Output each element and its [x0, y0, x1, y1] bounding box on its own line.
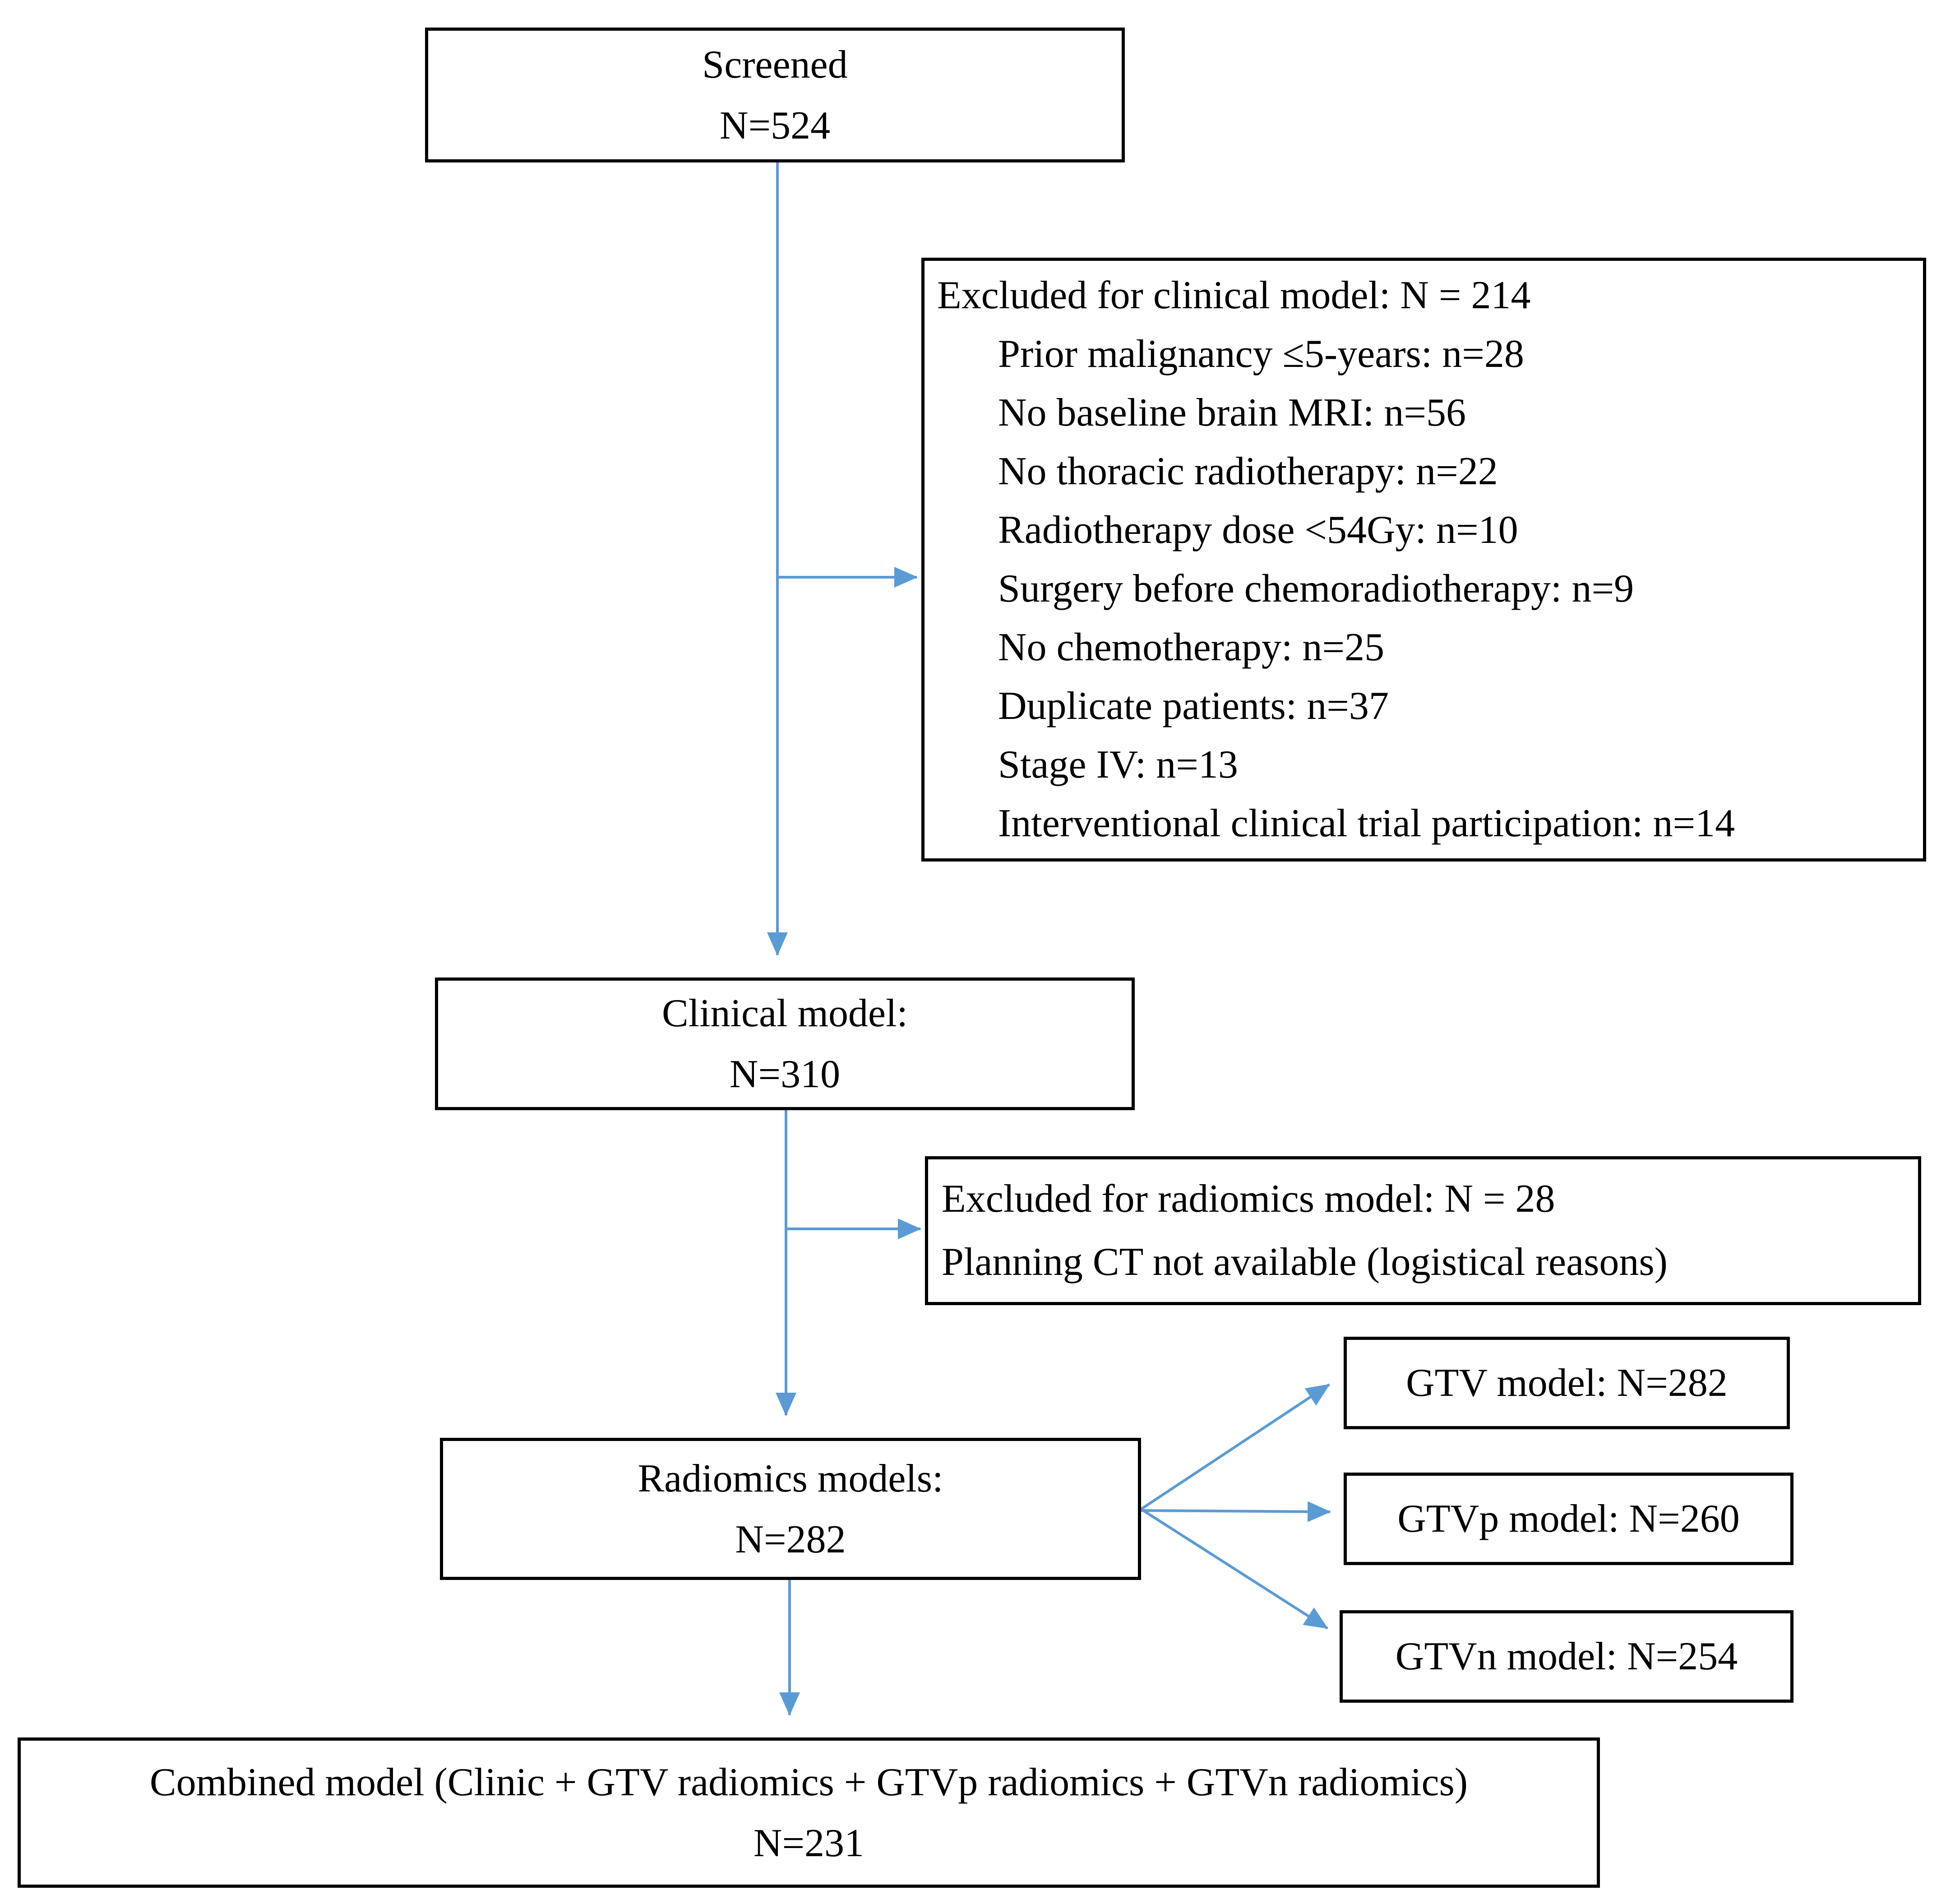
combined-model-label: Combined model (Clinic + GTV radiomics +…	[149, 1760, 1468, 1804]
excluded-clinical-item: Duplicate patients: n=37	[998, 684, 1389, 728]
excluded-clinical-item: Stage IV: n=13	[998, 743, 1238, 787]
gtvp-model-box: GTVp model: N=260	[1344, 1473, 1793, 1565]
excluded-clinical-item: No baseline brain MRI: n=56	[998, 391, 1466, 435]
gtvp-model-label: GTVp model: N=260	[1397, 1497, 1740, 1541]
excluded-clinical-item: Surgery before chemoradiotherapy: n=9	[998, 567, 1634, 611]
excluded-clinical-item: No thoracic radiotherapy: n=22	[998, 449, 1498, 493]
clinical-model-count: N=310	[729, 1052, 841, 1096]
arrow-radiomics-to-gtv	[1140, 1383, 1330, 1510]
excluded-clinical-box: Excluded for clinical model: N = 214 Pri…	[921, 258, 1926, 862]
clinical-model-label: Clinical model:	[661, 991, 908, 1035]
screened-label: Screened	[702, 42, 848, 87]
clinical-model-box: Clinical model: N=310	[435, 977, 1135, 1110]
gtvn-model-box: GTVn model: N=254	[1340, 1610, 1793, 1703]
radiomics-models-count: N=282	[735, 1517, 846, 1561]
combined-model-box: Combined model (Clinic + GTV radiomics +…	[18, 1737, 1600, 1888]
arrow-radiomics-to-gtvp	[1141, 1501, 1331, 1522]
radiomics-models-box: Radiomics models: N=282	[440, 1438, 1141, 1580]
excluded-clinical-item: Radiotherapy dose <54Gy: n=10	[998, 508, 1518, 552]
excluded-clinical-header: Excluded for clinical model: N = 214	[937, 273, 1531, 317]
excluded-radiomics-header: Excluded for radiomics model: N = 28	[942, 1177, 1555, 1221]
excluded-clinical-item: No chemotherapy: n=25	[998, 625, 1385, 669]
excluded-clinical-item: Prior malignancy ≤5-years: n=28	[998, 332, 1524, 376]
gtvn-model-label: GTVn model: N=254	[1395, 1635, 1738, 1678]
radiomics-models-label: Radiomics models:	[638, 1456, 943, 1501]
excluded-clinical-item: Interventional clinical trial participat…	[998, 801, 1735, 845]
arrow-radiomics-to-gtvn	[1140, 1508, 1328, 1630]
screened-count: N=524	[719, 103, 831, 148]
excluded-radiomics-box: Excluded for radiomics model: N = 28 Pla…	[925, 1156, 1921, 1305]
excluded-radiomics-reason: Planning CT not available (logistical re…	[942, 1240, 1668, 1284]
gtv-model-label: GTV model: N=282	[1406, 1361, 1728, 1405]
combined-model-count: N=231	[753, 1821, 864, 1865]
gtv-model-box: GTV model: N=282	[1344, 1337, 1790, 1429]
screened-box: Screened N=524	[425, 28, 1125, 162]
